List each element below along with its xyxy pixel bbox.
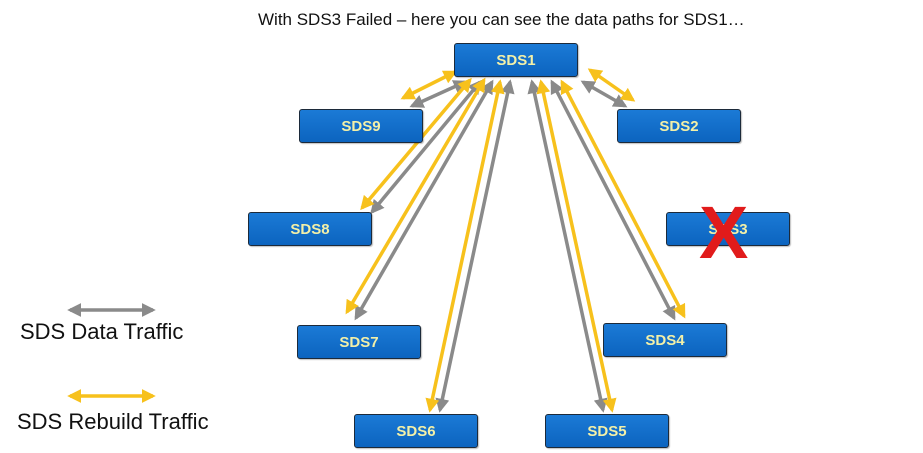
node-sds2: SDS2 bbox=[617, 109, 741, 143]
node-sds9: SDS9 bbox=[299, 109, 423, 143]
diagram-title: With SDS3 Failed – here you can see the … bbox=[258, 10, 745, 29]
node-sds5: SDS5 bbox=[545, 414, 669, 448]
rebuild-path-sds6 bbox=[425, 79, 505, 413]
node-sds6: SDS6 bbox=[354, 414, 478, 448]
node-sds7: SDS7 bbox=[297, 325, 421, 359]
legend-rebuild-traffic-label: SDS Rebuild Traffic bbox=[17, 409, 209, 434]
rebuild-path-sds2 bbox=[587, 68, 636, 102]
node-sds8: SDS8 bbox=[248, 212, 372, 246]
data-path-sds5 bbox=[527, 79, 608, 413]
data-path-sds2 bbox=[580, 80, 628, 108]
failure-x-icon: X bbox=[699, 191, 749, 274]
rebuild-path-sds4 bbox=[560, 79, 686, 319]
legend-data-traffic-label: SDS Data Traffic bbox=[20, 319, 184, 344]
node-sds3: SDS3 bbox=[666, 212, 790, 246]
rebuild-path-sds9 bbox=[400, 70, 458, 100]
rebuild-path-sds8 bbox=[360, 77, 472, 211]
node-sds1: SDS1 bbox=[454, 43, 578, 77]
node-sds4: SDS4 bbox=[603, 323, 727, 357]
data-path-sds6 bbox=[435, 79, 515, 413]
